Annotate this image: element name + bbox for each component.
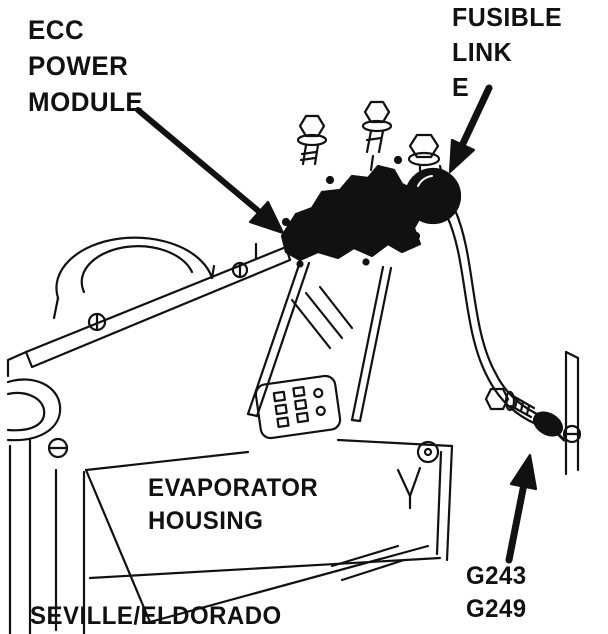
module-mount-leader-lines: [246, 260, 393, 423]
label-line: LINK: [452, 37, 513, 67]
label-line: E: [452, 72, 470, 102]
label-line: FUSIBLE: [452, 2, 563, 32]
label-fusible-link: FUSIBLE LINK E: [452, 0, 562, 105]
label-line: G249: [466, 595, 527, 623]
label-line: MODULE: [28, 87, 144, 117]
label-ground-ids: G243 G249: [466, 560, 527, 626]
label-line: POWER: [28, 51, 129, 81]
ground-screw: [484, 387, 566, 442]
label-line: SEVILLE/ELDORADO: [30, 602, 282, 630]
ecc-power-module-blob: [280, 155, 424, 268]
label-line: HOUSING: [148, 507, 264, 535]
label-line: G243: [466, 562, 527, 590]
housing-left-edge: [6, 350, 86, 634]
mounting-screw-left: [296, 114, 328, 166]
housing-right-edge: [562, 350, 582, 476]
mounting-screw-right: [361, 100, 393, 172]
housing-top-flange: [24, 242, 292, 369]
fusible-link-arrow: [448, 84, 493, 174]
label-vehicle-model: SEVILLE/ELDORADO: [30, 598, 282, 634]
fusible-link-connector: [404, 133, 462, 225]
housing-front-face: [84, 438, 454, 624]
label-line: EVAPORATOR: [148, 474, 319, 502]
label-line: ECC: [28, 15, 85, 45]
ecc-module-arrow: [135, 107, 285, 235]
blower-motor-outline: [52, 236, 216, 320]
fusible-link-wire: [445, 208, 543, 426]
label-ecc-power-module: ECC POWER MODULE: [28, 12, 143, 120]
ground-arrow: [505, 453, 538, 564]
connector-socket: [254, 374, 342, 440]
label-evaporator-housing: EVAPORATOR HOUSING: [148, 472, 318, 538]
